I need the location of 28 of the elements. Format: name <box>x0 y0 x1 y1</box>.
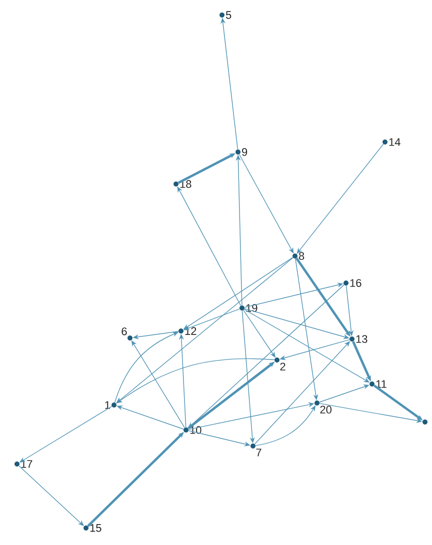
node-label: 13 <box>356 335 368 343</box>
node-label: 9 <box>242 148 248 156</box>
node-label: 14 <box>389 138 400 146</box>
node-label: 20 <box>320 406 332 414</box>
graph-node: 15 <box>84 524 102 532</box>
graph-node: 13 <box>350 335 368 343</box>
graph-node: 6 <box>122 328 132 340</box>
node-label: 7 <box>256 448 262 456</box>
graph-node <box>422 420 428 424</box>
node-label: 16 <box>350 279 362 287</box>
graph-node: 9 <box>236 148 248 156</box>
graph-node: 1 <box>105 401 116 409</box>
arrow <box>114 332 178 403</box>
node-label: 5 <box>226 11 232 19</box>
node-label: 1 <box>105 401 110 409</box>
graph-node: 20 <box>314 400 332 414</box>
node-label: 8 <box>298 252 304 260</box>
graph-node: 2 <box>274 358 286 370</box>
graph-node: 7 <box>250 444 262 456</box>
arrow <box>296 144 384 254</box>
node-label: 2 <box>280 362 286 370</box>
graph-node: 14 <box>382 138 400 146</box>
graph-node: 8 <box>292 252 304 260</box>
arrow <box>116 257 294 404</box>
graph-node: 16 <box>344 279 362 287</box>
graph-node: 5 <box>220 11 232 19</box>
node-label: 15 <box>90 524 102 532</box>
node-label: 6 <box>122 328 127 336</box>
